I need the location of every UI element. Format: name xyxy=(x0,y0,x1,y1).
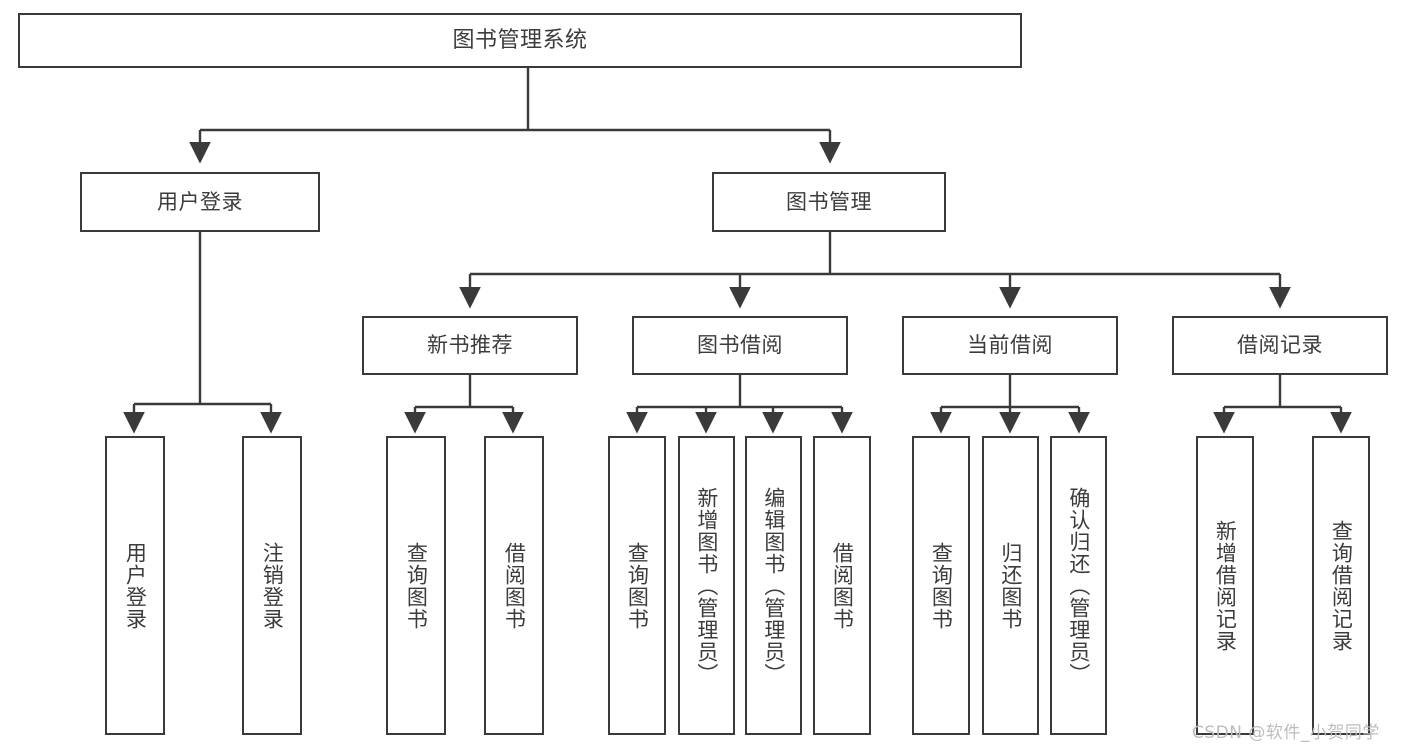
node-label: 确认归还（管理员） xyxy=(1066,486,1091,685)
leaf-logout-login[interactable]: 注销登录 xyxy=(242,436,302,735)
node-label: 查询图书 xyxy=(625,541,650,630)
leaf-return-book[interactable]: 归还图书 xyxy=(982,436,1039,735)
leaf-edit-book-admin[interactable]: 编辑图书（管理员） xyxy=(745,436,802,735)
node-label: 归还图书 xyxy=(998,541,1023,630)
node-label: 查询图书 xyxy=(404,541,429,630)
leaf-add-book-admin[interactable]: 新增图书（管理员） xyxy=(678,436,735,735)
node-book-borrow[interactable]: 图书借阅 xyxy=(632,316,848,375)
node-user-login[interactable]: 用户登录 xyxy=(80,172,320,232)
node-label: 借阅记录 xyxy=(1237,333,1323,358)
node-label: 新增图书（管理员） xyxy=(694,486,719,685)
node-new-book-recommend[interactable]: 新书推荐 xyxy=(362,316,578,375)
node-label: 用户登录 xyxy=(157,189,243,214)
node-label: 查询借阅记录 xyxy=(1329,519,1354,652)
node-label: 注销登录 xyxy=(260,541,285,630)
csdn-watermark: CSDN @软件_小贺同学 xyxy=(1192,723,1380,743)
node-label: 借阅图书 xyxy=(830,541,855,630)
leaf-query-book-borrow[interactable]: 查询图书 xyxy=(608,436,666,735)
leaf-query-book-current[interactable]: 查询图书 xyxy=(912,436,970,735)
node-label: 编辑图书（管理员） xyxy=(761,486,786,685)
node-label: 用户登录 xyxy=(123,541,148,630)
node-label: 当前借阅 xyxy=(967,333,1053,358)
node-label: 图书管理 xyxy=(786,189,872,214)
node-root-system[interactable]: 图书管理系统 xyxy=(18,13,1022,68)
leaf-confirm-return-admin[interactable]: 确认归还（管理员） xyxy=(1050,436,1107,735)
node-label: 图书借阅 xyxy=(697,333,783,358)
leaf-add-borrow-record[interactable]: 新增借阅记录 xyxy=(1196,436,1254,735)
leaf-borrow-book[interactable]: 借阅图书 xyxy=(813,436,871,735)
node-label: 查询图书 xyxy=(929,541,954,630)
leaf-borrow-book-recommend[interactable]: 借阅图书 xyxy=(484,436,544,735)
node-label: 新增借阅记录 xyxy=(1213,519,1238,652)
node-label: 新书推荐 xyxy=(427,333,513,358)
node-book-management[interactable]: 图书管理 xyxy=(712,172,946,232)
leaf-user-login[interactable]: 用户登录 xyxy=(105,436,165,735)
node-current-borrow[interactable]: 当前借阅 xyxy=(902,316,1118,375)
leaf-query-book-recommend[interactable]: 查询图书 xyxy=(386,436,446,735)
node-borrow-record[interactable]: 借阅记录 xyxy=(1172,316,1388,375)
node-label: 借阅图书 xyxy=(502,541,527,630)
node-label: 图书管理系统 xyxy=(452,27,588,53)
leaf-query-borrow-record[interactable]: 查询借阅记录 xyxy=(1312,436,1370,735)
